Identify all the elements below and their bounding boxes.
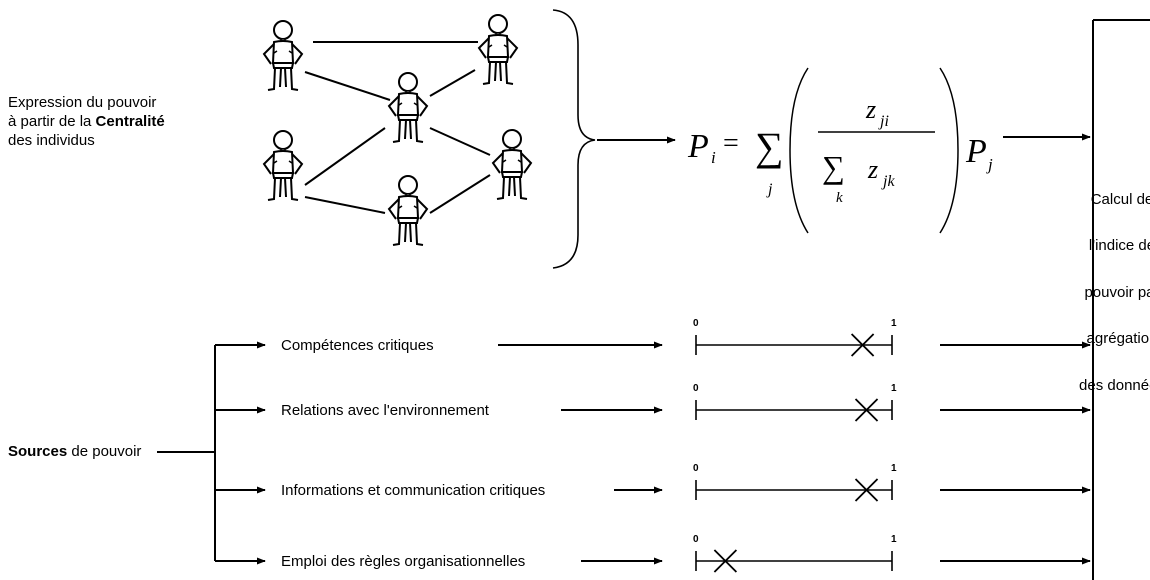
svg-text:z: z [867, 155, 878, 184]
network-edge [304, 71, 391, 101]
svg-text:z: z [865, 95, 876, 124]
centrality-formula: P i = ∑ j z ji ∑ k z jk P j [687, 67, 993, 234]
person-icon [492, 129, 532, 200]
sources-label: Sources de pouvoir [8, 443, 141, 460]
svg-text:jk: jk [881, 173, 895, 190]
scale-min-label: 0 [693, 534, 699, 545]
person-icon [263, 130, 303, 201]
scale-max-label: 1 [891, 534, 897, 545]
person-icon [478, 14, 518, 85]
network-edge [429, 174, 491, 214]
scale-max-label: 1 [891, 318, 897, 329]
source-label: Relations avec l'environnement [281, 402, 490, 419]
svg-text:∑: ∑ [822, 149, 845, 185]
svg-text:Calcul de: Calcul de [1091, 191, 1150, 208]
score-marker [713, 549, 738, 573]
score-marker [854, 478, 879, 502]
svg-text:k: k [836, 190, 843, 206]
network-edge [429, 127, 491, 156]
svg-text:ji: ji [878, 113, 889, 130]
centrality-label-line1: Expression du pouvoir [8, 94, 156, 111]
score-marker [850, 333, 875, 357]
scale-min-label: 0 [693, 318, 699, 329]
network-edges [304, 41, 491, 214]
svg-text:j: j [766, 181, 773, 198]
network-edge [429, 69, 476, 97]
svg-text:j: j [986, 155, 993, 174]
source-label: Compétences critiques [281, 337, 434, 354]
svg-text:∑: ∑ [755, 124, 784, 169]
svg-text:l'indice de: l'indice de [1089, 237, 1150, 254]
source-label: Informations et communication critiques [281, 482, 545, 499]
scale-min-label: 0 [693, 383, 699, 394]
person-icon [388, 72, 428, 143]
person-icon [263, 20, 303, 91]
svg-text:=: = [723, 128, 739, 159]
scale-min-label: 0 [693, 463, 699, 474]
svg-text:i: i [711, 148, 716, 167]
network-edge [304, 196, 386, 214]
svg-text:pouvoir par: pouvoir par [1084, 284, 1150, 301]
source-label: Emploi des règles organisationnelles [281, 553, 525, 570]
person-icon [388, 175, 428, 246]
svg-text:des données: des données [1079, 377, 1150, 394]
svg-text:agrégation: agrégation [1087, 330, 1150, 347]
scale-max-label: 1 [891, 383, 897, 394]
grouping-brace [552, 9, 596, 269]
score-marker [854, 398, 879, 422]
calc-box-text: Calcul de l'indice de pouvoir par agréga… [1079, 191, 1150, 394]
centrality-label-line2: à partir de la Centralité [8, 113, 165, 130]
network-edge [304, 127, 386, 186]
svg-text:P: P [965, 133, 987, 170]
svg-text:P: P [687, 128, 709, 165]
scale-max-label: 1 [891, 463, 897, 474]
centrality-label-line3: des individus [8, 132, 95, 149]
